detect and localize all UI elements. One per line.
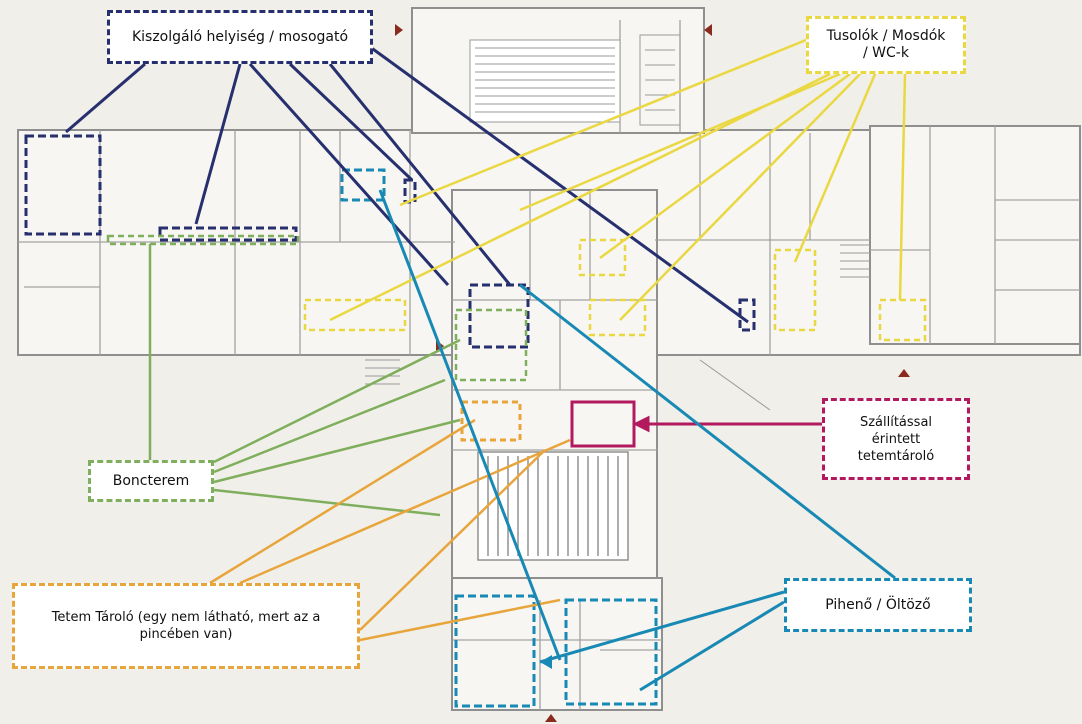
callout-transport: Szállítással érintett tetemtároló xyxy=(822,398,970,480)
callout-autopsy: Boncterem xyxy=(88,460,214,502)
callout-storage-line2: pincében van) xyxy=(139,627,233,642)
storage-zone xyxy=(460,400,522,442)
right-end-block xyxy=(869,125,1081,345)
autopsy-zone xyxy=(106,234,528,382)
callout-rest-room: Pihenő / Öltöző xyxy=(784,578,972,632)
callout-showers-line2: / WC-k xyxy=(863,45,909,61)
top-hall-hatching xyxy=(469,34,681,126)
autopsy-leader-lines xyxy=(148,244,461,517)
callout-storage-line1: Tetem Tároló (egy nem látható, mert az a xyxy=(51,610,321,625)
kitchen-leader-lines xyxy=(65,42,749,324)
rest-room-zone xyxy=(340,168,658,708)
bottom-block xyxy=(451,577,663,711)
rest-room-leader-lines xyxy=(378,189,896,692)
callout-transport-line2: érintett xyxy=(871,431,921,447)
showers-zone xyxy=(303,238,927,342)
rest-room-arrowheads xyxy=(540,655,552,669)
callout-transport-line1: Szállítással xyxy=(859,414,933,430)
stairs xyxy=(365,244,870,411)
callout-transport-line3: tetemtároló xyxy=(857,448,935,464)
callout-autopsy-text: Boncterem xyxy=(112,472,190,489)
callout-storage: Tetem Tároló (egy nem látható, mert az a… xyxy=(12,583,360,669)
storage-leader-lines xyxy=(209,418,571,642)
callout-showers-line1: Tusolók / Mosdók xyxy=(826,28,946,44)
callout-rest-room-text: Pihenő / Öltöző xyxy=(825,596,931,613)
callout-kitchen-text: Kiszolgáló helyiség / mosogató xyxy=(131,28,349,45)
callout-kitchen: Kiszolgáló helyiség / mosogató xyxy=(107,10,373,64)
transport-leader-line xyxy=(632,415,822,433)
callout-showers: Tusolók / Mosdók / WC-k xyxy=(806,16,966,74)
